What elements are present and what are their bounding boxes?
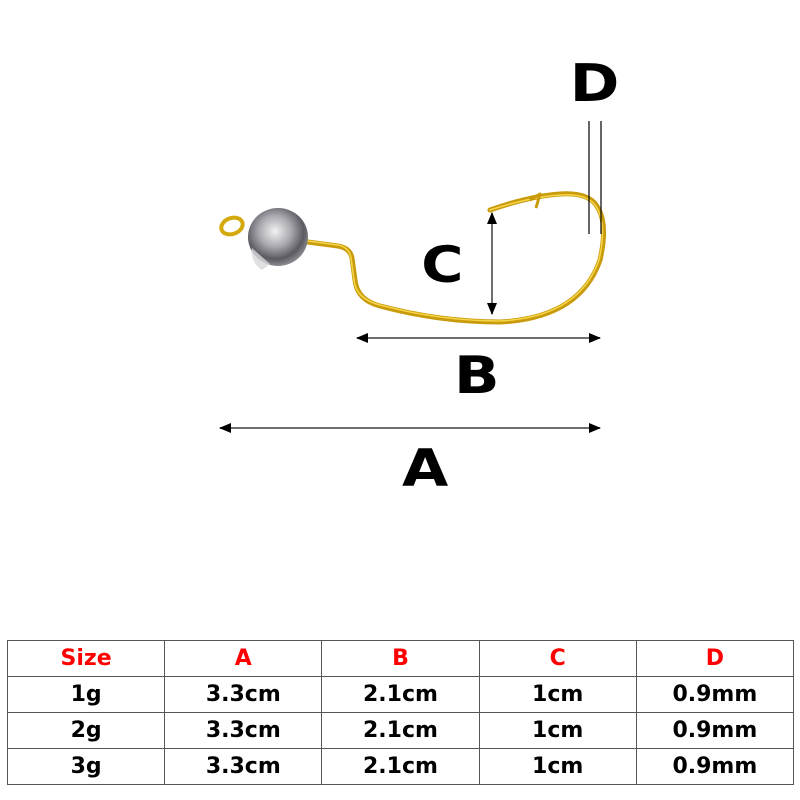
- dimension-label-c: C: [421, 236, 464, 294]
- table-row: 3g 3.3cm 2.1cm 1cm 0.9mm: [6, 748, 795, 785]
- cell-size: 3g: [6, 748, 166, 785]
- hook-wire: [297, 191, 606, 325]
- cell-a: 3.3cm: [164, 676, 323, 713]
- cell-b: 2.1cm: [321, 748, 480, 785]
- dimension-label-a: A: [401, 439, 449, 499]
- hook-illustration: [219, 121, 606, 433]
- header-b: B: [321, 640, 480, 677]
- table-row: 2g 3.3cm 2.1cm 1cm 0.9mm: [6, 712, 795, 749]
- cell-b: 2.1cm: [321, 712, 480, 749]
- header-a: A: [164, 640, 323, 677]
- hook-diagram: D C B A: [219, 54, 620, 499]
- cell-c: 1cm: [478, 676, 637, 713]
- cell-size: 1g: [6, 676, 166, 713]
- cell-a: 3.3cm: [164, 712, 323, 749]
- header-d: D: [635, 640, 795, 677]
- table-row: 1g 3.3cm 2.1cm 1cm 0.9mm: [6, 676, 795, 713]
- table-header-row: Size A B C D: [6, 640, 795, 677]
- cell-d: 0.9mm: [635, 676, 795, 713]
- hook-eye: [219, 215, 245, 237]
- cell-c: 1cm: [478, 712, 637, 749]
- size-spec-table: Size A B C D 1g 3.3cm 2.1cm 1cm 0.9mm 2g…: [6, 640, 795, 785]
- cell-d: 0.9mm: [635, 712, 795, 749]
- cell-c: 1cm: [478, 748, 637, 785]
- cell-a: 3.3cm: [164, 748, 323, 785]
- dimension-label-b: B: [454, 346, 500, 406]
- header-size: Size: [6, 640, 166, 677]
- header-c: C: [478, 640, 637, 677]
- dimension-label-d: D: [569, 54, 620, 114]
- cell-d: 0.9mm: [635, 748, 795, 785]
- dimension-d-lines: [588, 121, 602, 234]
- lead-head: [248, 208, 308, 270]
- cell-size: 2g: [6, 712, 166, 749]
- cell-b: 2.1cm: [321, 676, 480, 713]
